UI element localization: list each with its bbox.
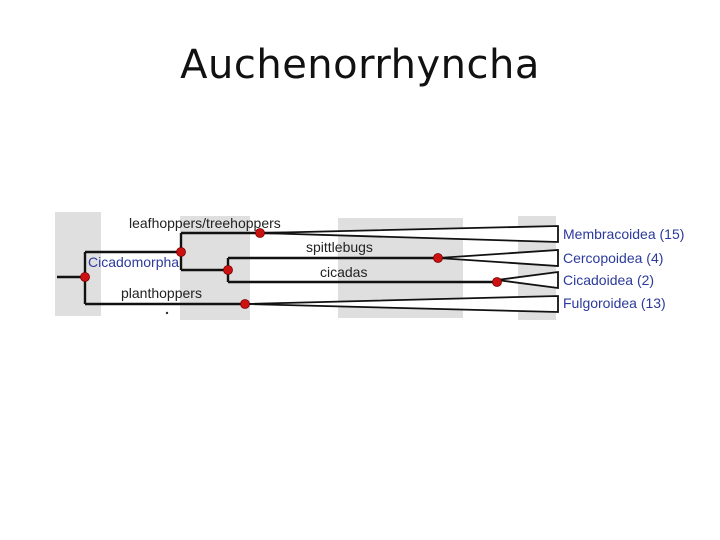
clade-label-cicadomorpha: Cicadomorpha <box>88 254 179 270</box>
tip-wedges <box>244 225 559 313</box>
cicadoidea-node <box>492 277 502 287</box>
cercopoid-cicadoid-node <box>223 265 233 275</box>
cicadomorpha-node <box>176 247 186 257</box>
tip-cercopoidea: Cercopoidea (4) <box>563 250 663 266</box>
fulgoroidea-node <box>240 299 250 309</box>
slide-title: Auchenorrhyncha <box>180 42 540 88</box>
membracoidea-wedge <box>259 225 559 243</box>
branch-labels: leafhoppers/treehoppers spittlebugs cica… <box>121 215 373 301</box>
tip-fulgoroidea: Fulgoroidea (13) <box>563 295 666 311</box>
bg-block <box>55 212 101 316</box>
cicadoidea-wedge <box>496 270 559 290</box>
membracoidea-node <box>255 228 265 238</box>
label-cicadas: cicadas <box>320 264 367 280</box>
tip-cicadoidea: Cicadoidea (2) <box>563 272 654 288</box>
node-markers <box>80 228 502 309</box>
tip-labels: Membracoidea (15) Cercopoidea (4) Cicado… <box>563 226 684 311</box>
label-leafhoppers: leafhoppers/treehoppers <box>129 215 281 231</box>
root-node <box>80 272 90 282</box>
tip-membracoidea: Membracoidea (15) <box>563 226 684 242</box>
fulgoroidea-wedge <box>244 295 559 313</box>
cercopoidea-wedge <box>437 249 559 267</box>
cercopoidea-node <box>433 253 443 263</box>
label-planthoppers: planthoppers <box>121 285 202 301</box>
label-spittlebugs: spittlebugs <box>306 239 373 255</box>
stray-dot <box>165 311 169 315</box>
